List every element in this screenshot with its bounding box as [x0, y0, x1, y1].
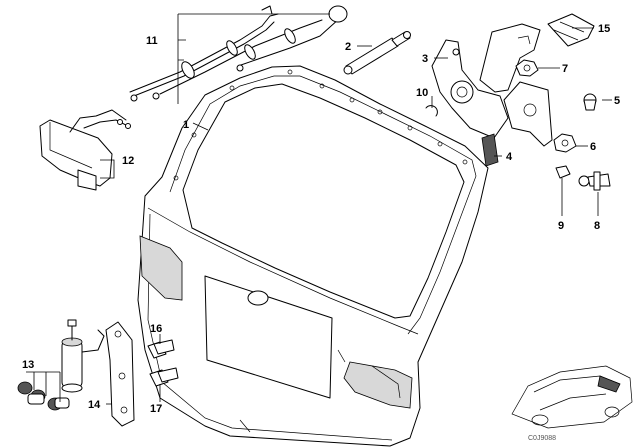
callout-17: 17 — [150, 403, 162, 415]
callout-14: 14 — [88, 399, 101, 411]
callout-6: 6 — [590, 141, 596, 153]
ignition-coil-damper[interactable] — [61, 319, 105, 393]
callout-12: 12 — [122, 155, 134, 167]
callout-8: 8 — [594, 220, 600, 232]
hinge-nut-6[interactable] — [553, 133, 577, 153]
cable-grommet — [328, 5, 348, 23]
license-plate-recess — [204, 275, 333, 399]
vehicle-locator-thumbnail — [511, 365, 633, 429]
right-lamp-recess — [343, 361, 413, 409]
leader-lines — [26, 13, 612, 405]
lock-actuator[interactable] — [39, 109, 131, 191]
callout-labels: 1 2 3 4 5 6 7 8 9 10 11 12 13 14 15 16 1… — [22, 23, 620, 415]
left-lamp-recess — [139, 235, 183, 301]
gas-strut[interactable] — [343, 31, 411, 75]
frame-mounting-holes — [173, 69, 468, 181]
tailgate-hinge[interactable] — [431, 23, 553, 147]
callout-5: 5 — [614, 95, 620, 107]
tailgate-panel[interactable] — [137, 65, 489, 447]
cover-plate[interactable] — [547, 13, 595, 47]
callout-11: 11 — [146, 35, 158, 47]
hinge-seal-pad[interactable] — [481, 133, 499, 167]
callout-7: 7 — [562, 63, 568, 75]
mounting-bracket[interactable] — [105, 321, 135, 427]
ball-stud[interactable] — [578, 171, 611, 191]
badge-emblem — [247, 290, 269, 306]
callout-13: 13 — [22, 359, 34, 371]
callout-2: 2 — [345, 41, 351, 53]
retaining-clip-9[interactable] — [555, 165, 571, 179]
callout-15: 15 — [598, 23, 610, 35]
circlip[interactable] — [425, 105, 438, 117]
bolt-16[interactable] — [147, 339, 175, 359]
callout-3: 3 — [422, 53, 428, 65]
rubber-bumper-set[interactable] — [17, 381, 70, 411]
callout-9: 9 — [558, 220, 564, 232]
callout-16: 16 — [150, 323, 162, 335]
callout-4: 4 — [506, 151, 513, 163]
callout-1: 1 — [183, 119, 189, 131]
lock-cable-set[interactable] — [129, 5, 348, 102]
bolt-17[interactable] — [149, 367, 179, 387]
callout-10: 10 — [416, 87, 428, 99]
hinge-nut-7[interactable] — [515, 59, 539, 77]
drawing-code: C0J9088 — [528, 435, 556, 442]
hinge-bolt-5[interactable] — [583, 93, 597, 111]
